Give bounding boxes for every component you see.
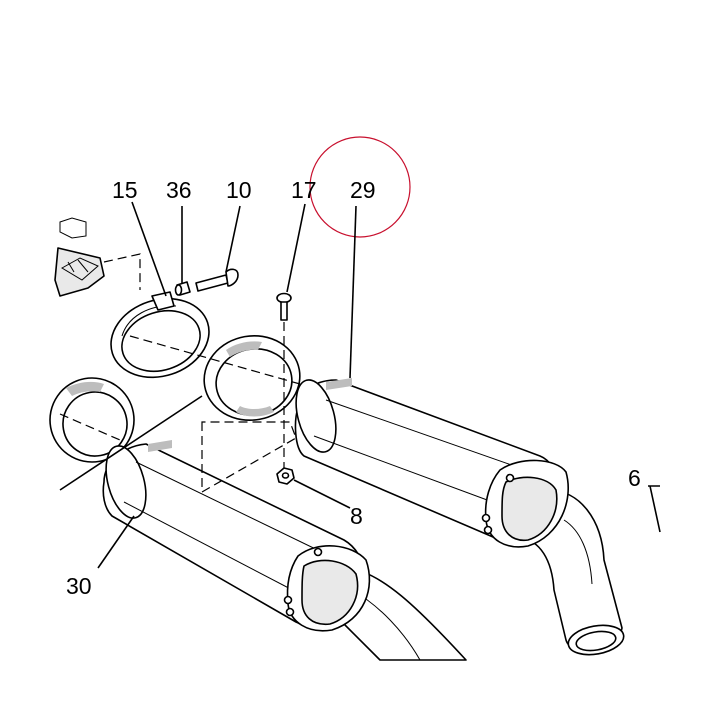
- highlight-circle: [309, 136, 411, 238]
- clamp-15: [110, 291, 210, 379]
- clamp-ring: [203, 335, 301, 421]
- callout-8: 8: [350, 503, 363, 529]
- callout-30: 30: [66, 573, 92, 599]
- leader-6: [648, 485, 661, 533]
- leader-29: [349, 205, 357, 379]
- leader-17: [286, 203, 306, 293]
- screw-17: [276, 292, 292, 468]
- mounting-bracket-outline: [201, 421, 297, 494]
- clamp-left: [49, 377, 135, 463]
- leader-8: [293, 479, 351, 509]
- leader-left: [59, 395, 203, 491]
- nut-8: [276, 467, 295, 485]
- callout-29: 29: [350, 177, 376, 203]
- muffler-30: [102, 440, 467, 661]
- leader-15: [131, 201, 167, 297]
- callout-6: 6: [628, 465, 641, 491]
- callout-10: 10: [226, 177, 252, 203]
- assembly-axis: [129, 335, 301, 385]
- callout-15: 15: [112, 177, 138, 203]
- assembly-axis-2: [59, 413, 121, 441]
- leader-10: [225, 205, 241, 273]
- muffler-29: [294, 378, 625, 656]
- leader-30: [97, 515, 135, 569]
- bracket-fragment: [54, 217, 141, 297]
- bolt-10: [195, 268, 239, 292]
- callout-36: 36: [166, 177, 192, 203]
- spacer-36: [174, 281, 191, 296]
- callout-17: 17: [291, 177, 317, 203]
